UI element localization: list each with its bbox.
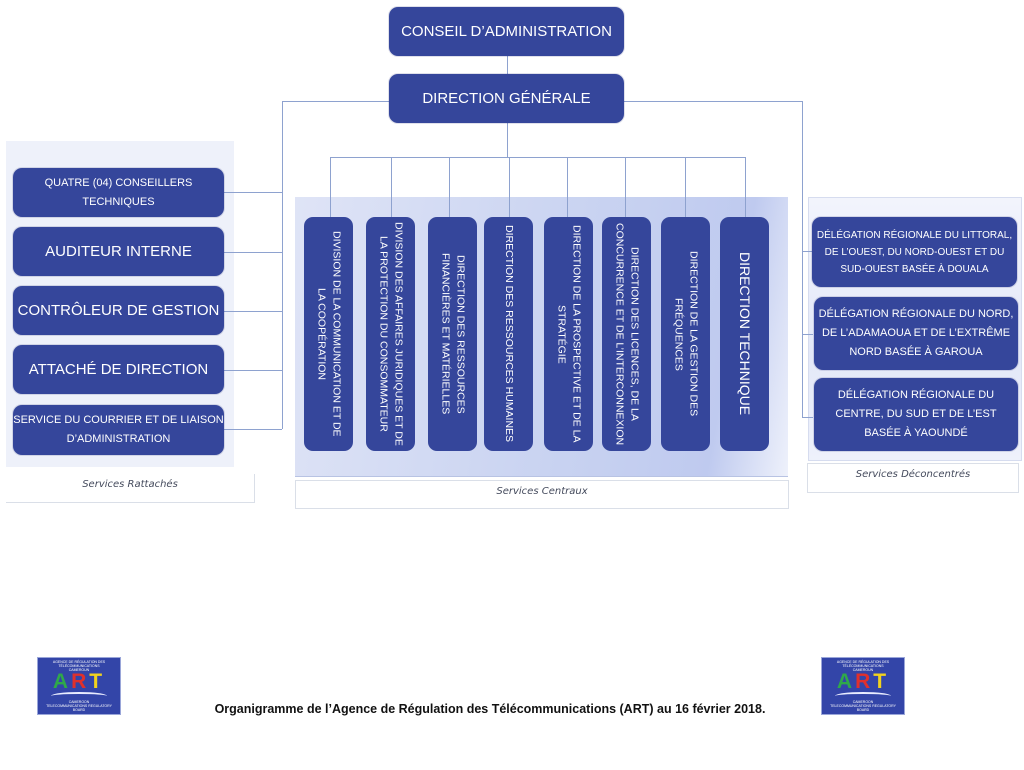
attached-service-management-controller: CONTRÔLEUR DE GESTION [13, 286, 224, 335]
logo-bottom-text: CAMEROON TELECOMMUNICATIONS REGULATORY B… [830, 700, 896, 712]
attached-service-label: CONTRÔLEUR DE GESTION [17, 302, 220, 319]
connector-attached-branch [224, 370, 282, 371]
logo-bottom-text: CAMEROON TELECOMMUNICATIONS REGULATORY B… [46, 700, 112, 712]
connector-central-branch [745, 157, 746, 217]
central-service-prospective-strategy: DIRECTION DE LA PROSPECTIVE ET DE LA STR… [544, 217, 593, 451]
board-of-directors-box: CONSEIL D’ADMINISTRATION [389, 7, 624, 56]
logo-top-text: AGENCE DE RÉGULATION DES TÉLÉCOMMUNICATI… [836, 660, 890, 672]
general-direction-box: DIRECTION GÉNÉRALE [389, 74, 624, 123]
central-service-label: DIVISION DES AFFAIRES JURIDIQUES ET DE L… [377, 222, 405, 446]
central-service-label: DIRECTION DES RESSOURCES FINANCIÈRES ET … [439, 253, 467, 415]
logo-letter: R [71, 670, 90, 693]
art-logo-left: AGENCE DE RÉGULATION DES TÉLÉCOMMUNICATI… [37, 657, 121, 715]
connector-attached-branch [224, 311, 282, 312]
attached-service-label: SERVICE DU COURRIER ET DE LIAISON D’ADMI… [13, 414, 224, 445]
connector-attached-branch [224, 429, 282, 430]
connector-central-branch [685, 157, 686, 217]
central-service-human-resources: DIRECTION DES RESSOURCES HUMAINES [484, 217, 533, 451]
attached-services-caption: Services Rattachés [6, 474, 255, 503]
central-service-frequency-management: DIRECTION DE LA GESTION DES FRÉQUENCES [661, 217, 710, 451]
central-service-label: DIRECTION DES LICENCES, DE LA CONCURRENC… [613, 222, 641, 446]
central-service-legal-consumer: DIVISION DES AFFAIRES JURIDIQUES ET DE L… [366, 217, 415, 451]
logo-arc-icon [51, 692, 107, 700]
attached-service-mail-liaison: SERVICE DU COURRIER ET DE LIAISON D’ADMI… [13, 405, 224, 455]
deconcentrated-services-caption: Services Déconcentrés [807, 463, 1019, 493]
central-service-communication-cooperation: DIVISION DE LA COMMUNICATION ET DE LA CO… [304, 217, 353, 451]
central-services-caption-text: Services Centraux [496, 486, 588, 497]
regional-delegation-garoua: DÉLÉGATION RÉGIONALE DU NORD, DE L’ADAMA… [814, 297, 1018, 370]
logo-letter: A [836, 670, 856, 693]
attached-services-caption-text: Services Rattachés [82, 479, 178, 490]
art-logo-right: AGENCE DE RÉGULATION DES TÉLÉCOMMUNICATI… [821, 657, 905, 715]
attached-service-label: ATTACHÉ DE DIRECTION [28, 361, 209, 378]
central-service-label: DIRECTION TECHNIQUE [737, 252, 753, 416]
connector-left-v [282, 101, 283, 429]
connector-deconcentrated-branch [802, 334, 813, 335]
connector-central-branch [567, 157, 568, 217]
regional-delegation-label: DÉLÉGATION RÉGIONALE DU CENTRE, DU SUD E… [835, 389, 997, 439]
connector-central-branch [449, 157, 450, 217]
logo-art-letters: ART [836, 670, 890, 693]
central-service-label: DIRECTION DES RESSOURCES HUMAINES [503, 225, 515, 443]
connector-dg-left-h [282, 101, 390, 102]
logo-top-text: AGENCE DE RÉGULATION DES TÉLÉCOMMUNICATI… [52, 660, 106, 672]
central-service-label: DIRECTION DE LA PROSPECTIVE ET DE LA STR… [555, 225, 583, 443]
logo-letter: T [89, 670, 106, 693]
regional-delegation-label: DÉLÉGATION RÉGIONALE DU LITTORAL, DE L’O… [816, 229, 1013, 275]
logo-arc-icon [835, 692, 891, 700]
connector-attached-branch [224, 252, 282, 253]
attached-service-internal-auditor: AUDITEUR INTERNE [13, 227, 224, 276]
attached-service-label: AUDITEUR INTERNE [45, 243, 192, 260]
figure-caption: Organigramme de l’Agence de Régulation d… [214, 702, 766, 716]
connector-central-branch [330, 157, 331, 217]
connector-attached-branch [224, 192, 282, 193]
general-direction-label: DIRECTION GÉNÉRALE [422, 90, 591, 107]
connector-right-v [802, 101, 803, 417]
board-of-directors-label: CONSEIL D’ADMINISTRATION [401, 23, 612, 40]
connector-central-branch [391, 157, 392, 217]
logo-letter: T [873, 670, 890, 693]
central-service-financial-resources: DIRECTION DES RESSOURCES FINANCIÈRES ET … [428, 217, 477, 451]
connector-board-dg [507, 56, 508, 75]
connector-deconcentrated-branch [802, 251, 813, 252]
regional-delegation-douala: DÉLÉGATION RÉGIONALE DU LITTORAL, DE L’O… [812, 217, 1017, 287]
deconcentrated-services-caption-text: Services Déconcentrés [855, 469, 971, 480]
connector-deconcentrated-branch [802, 417, 813, 418]
connector-dg-center-v [507, 123, 508, 157]
attached-service-label: QUATRE (04) CONSEILLERS TECHNIQUES [44, 176, 193, 208]
central-service-label: DIVISION DE LA COMMUNICATION ET DE LA CO… [315, 231, 343, 437]
connector-center-h [330, 157, 745, 158]
connector-central-branch [625, 157, 626, 217]
regional-delegation-yaounde: DÉLÉGATION RÉGIONALE DU CENTRE, DU SUD E… [814, 378, 1018, 451]
attached-service-technical-advisers: QUATRE (04) CONSEILLERS TECHNIQUES [13, 168, 224, 217]
central-services-caption: Services Centraux [295, 480, 789, 509]
regional-delegation-label: DÉLÉGATION RÉGIONALE DU NORD, DE L’ADAMA… [818, 308, 1014, 358]
logo-art-letters: ART [52, 670, 106, 693]
logo-letter: R [855, 670, 874, 693]
logo-letter: A [52, 670, 72, 693]
connector-central-branch [509, 157, 510, 217]
central-service-technical-direction: DIRECTION TECHNIQUE [720, 217, 769, 451]
attached-service-direction-attache: ATTACHÉ DE DIRECTION [13, 345, 224, 394]
central-service-licences-interconnection: DIRECTION DES LICENCES, DE LA CONCURRENC… [602, 217, 651, 451]
connector-dg-right-h [624, 101, 803, 102]
central-service-label: DIRECTION DE LA GESTION DES FRÉQUENCES [672, 251, 700, 417]
